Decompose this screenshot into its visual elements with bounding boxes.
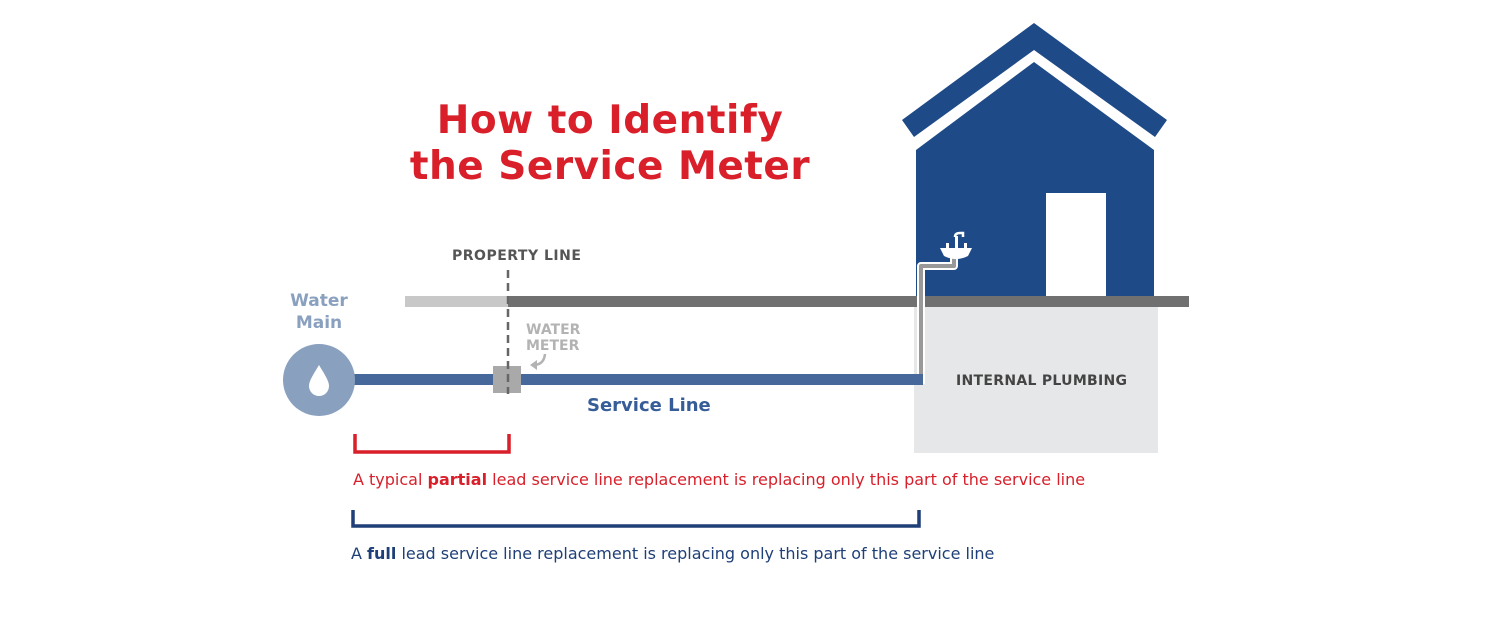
partial-emphasis: partial <box>427 470 488 489</box>
service-line-label: Service Line <box>587 395 711 416</box>
property-line-label: PROPERTY LINE <box>452 248 582 264</box>
full-emphasis: full <box>367 544 397 563</box>
partial-replacement-caption: A typical partial lead service line repl… <box>353 470 1086 489</box>
title-line-1: How to Identify <box>436 98 784 143</box>
internal-plumbing-label: INTERNAL PLUMBING <box>956 373 1128 389</box>
private-ground-line <box>508 296 1189 307</box>
full-replacement-caption: A full lead service line replacement is … <box>351 544 995 563</box>
sink-faucet-icon <box>940 231 972 259</box>
title-line-2: the Service Meter <box>409 144 811 189</box>
water-main-label: Water Main <box>290 291 348 333</box>
partial-replacement-bracket <box>353 434 511 454</box>
full-replacement-bracket <box>351 510 921 528</box>
water-meter-label: WATER METER <box>526 322 581 354</box>
basement-area <box>914 306 1158 453</box>
service-line-pipe <box>350 374 923 385</box>
house <box>902 23 1167 298</box>
public-ground-line <box>405 296 508 307</box>
diagram-title: How to Identify the Service Meter <box>360 98 860 190</box>
water-drop-icon <box>309 365 329 396</box>
house-door <box>1046 193 1106 298</box>
house-roof <box>902 23 1167 137</box>
